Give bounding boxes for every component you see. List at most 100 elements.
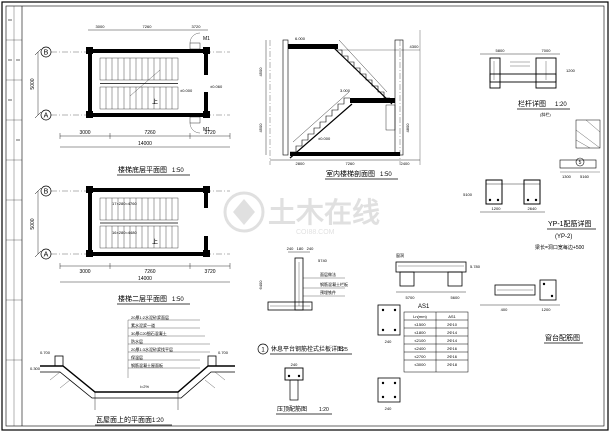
plan-second-left-dim: 5000	[30, 218, 36, 229]
section-elev-1: 3.000	[340, 88, 351, 93]
roof-note: 钢筋混凝土屋面板	[131, 362, 163, 368]
rail-dim-1: 5800	[496, 48, 506, 53]
step-dim-1: 1300	[562, 174, 572, 179]
plan-first-top-dim-2: 7260	[143, 24, 153, 29]
as1-cell: 2Φ16	[447, 354, 458, 359]
plan-second-axis-b: B	[44, 189, 49, 196]
platform-num: 1	[261, 348, 265, 354]
as1-cell: ≤2700	[414, 354, 426, 359]
section-bottom-dim-3: 2400	[401, 161, 411, 166]
plan-first-bottom-dim-1: 3000	[79, 130, 90, 136]
sill-dim-2: 1200	[542, 307, 552, 312]
beam-left-dim: 5100	[463, 192, 473, 197]
plan-first-door-top-label: M1	[203, 36, 210, 42]
roof-notes: 20厚1:2水泥砂浆面层 素水泥浆一道 30厚C20细石混凝土 防水层 20厚1…	[127, 314, 210, 378]
rail-detail: 5800 7000 1200 栏杆详图 (斜栏) 1:20	[480, 48, 576, 117]
beam-note: 梁长=洞口宽每边+500	[535, 244, 584, 251]
as1-cell: ≤1800	[414, 330, 426, 335]
watermark: 土木在线 COI88.COM	[223, 191, 380, 236]
watermark-logo	[223, 191, 265, 233]
section-elev-2: 6.000	[295, 36, 306, 41]
axis-label-b: B	[44, 50, 49, 57]
coping-detail: 240 压顶配筋图 1:20	[276, 362, 332, 415]
roof-note: 20厚1:3水泥砂浆找平层	[131, 346, 173, 352]
plan-first-stair-up-label: 上	[152, 98, 158, 106]
plan-first-floor: B A 5000 M1 M1	[30, 24, 231, 176]
platform-note-2: 钢筋混凝土栏板	[320, 281, 348, 287]
axis-label-a: A	[44, 113, 49, 120]
plan-second-scale: 1:50	[172, 297, 184, 303]
section-landing-1	[350, 98, 395, 103]
plan-second-title: 楼梯二层平面图	[118, 294, 167, 303]
watermark-brand: 土木在线	[268, 197, 380, 228]
lintel-label: 窗洞	[396, 252, 404, 258]
step-detail: 1300 5160	[559, 159, 600, 179]
as1-cell: ≤2100	[414, 338, 426, 343]
platform-right-dim: 5740	[318, 258, 328, 263]
stair-section: 4500 4500 4800 4300 3.000 6.000 ±0.000 2…	[258, 30, 421, 180]
rail-elev: 1200	[566, 68, 576, 73]
plan-first-bottom-dim-3: 3720	[204, 130, 215, 136]
as1-cell: 2Φ14	[447, 330, 458, 335]
roof-slope: i=2%	[140, 384, 149, 389]
roof-elev-right: 0.700	[218, 350, 229, 355]
roof-detail: 20厚1:2水泥砂浆面层 素水泥浆一道 30厚C20细石混凝土 防水层 20厚1…	[30, 314, 235, 426]
as1-cell: ≤2400	[414, 346, 426, 351]
plan-first-elev2: ±0.060	[210, 84, 223, 89]
platform-left-dim: 6400	[258, 280, 263, 290]
beam-title: YP-1配筋详图	[548, 219, 592, 228]
section-scale: 1:50	[380, 172, 392, 178]
section-flight-lower	[290, 97, 350, 153]
plan-second-note-2: 16×280=4480	[112, 230, 137, 235]
plan-second-stair-treads	[99, 197, 179, 249]
plan-first-door-bottom-label: M1	[203, 127, 210, 133]
plan-second-axis-a: A	[44, 252, 49, 259]
platform-title: 休息平台钢筋栓式拦板详图	[271, 345, 343, 353]
section-title: 室内楼梯剖面图	[326, 169, 375, 178]
sill-detail: 400 1200 窗台配筋图	[480, 279, 583, 344]
platform-note-1: 面层做法	[320, 271, 336, 277]
plan-second-bottom-dim-2: 7260	[144, 269, 155, 275]
section-right-dim: 4800	[405, 123, 410, 133]
plan-first-wall-left	[88, 49, 92, 117]
plan-first-left-dim: 5000	[30, 78, 36, 89]
roof-note: 20厚1:2水泥砂浆面层	[131, 314, 169, 320]
rail-dim-2: 7000	[542, 48, 552, 53]
title-strip	[6, 6, 23, 426]
platform-scale: 1:25	[338, 347, 348, 353]
platform-dim-3: 240	[307, 246, 314, 251]
as1-header-2: AS1	[448, 314, 456, 319]
plan-first-top-dim-1: 3000	[96, 24, 106, 29]
section-left-dim-1: 4500	[258, 67, 263, 77]
plan-first-title: 楼梯底层平面图	[118, 165, 167, 174]
lintel-detail: 窗洞 5.780 5700 5600	[395, 252, 481, 300]
plan-second-floor: B A 5000	[30, 185, 231, 305]
platform-note-3: 预埋铁件	[320, 289, 336, 295]
plan-first-wall-bottom	[88, 113, 208, 117]
as1-cell: ≤1500	[414, 322, 426, 327]
roof-elev-left: 0.700	[40, 350, 51, 355]
as1-cell: 2Φ18	[447, 362, 458, 367]
platform-dim-2: 180	[297, 246, 304, 251]
step-dim-2: 5160	[580, 174, 590, 179]
platform-dim-1: 240	[287, 246, 294, 251]
beam-subtitle: (YP-2)	[555, 234, 572, 240]
as1-cell: 2Φ10	[447, 322, 458, 327]
plan-first-bottom-dim-2: 7260	[144, 130, 155, 136]
as1-cell: ≤3000	[414, 362, 426, 367]
roof-title: 瓦屋面上的平面面	[96, 415, 152, 424]
lintel-dim-2: 5600	[451, 295, 461, 300]
coping-dim: 240	[291, 362, 298, 367]
plan-first-wall-top	[88, 49, 208, 53]
roof-elev-low: 0.300	[30, 366, 41, 371]
plan-first-elev: ±0.000	[180, 88, 193, 93]
wall-corner-detail: 5	[575, 119, 601, 167]
lintel-dim: 5.780	[470, 264, 481, 269]
section-bottom-dim-1: 2800	[296, 161, 306, 166]
sheet-inner-border	[5, 5, 605, 427]
as1-title: AS1	[418, 304, 430, 310]
as1-dim-2: 240	[385, 406, 392, 411]
rail-sub: (斜栏)	[540, 111, 551, 117]
section-elev-3: ±0.000	[318, 136, 331, 141]
plan-second-bottom-dim-1: 3000	[79, 269, 90, 275]
